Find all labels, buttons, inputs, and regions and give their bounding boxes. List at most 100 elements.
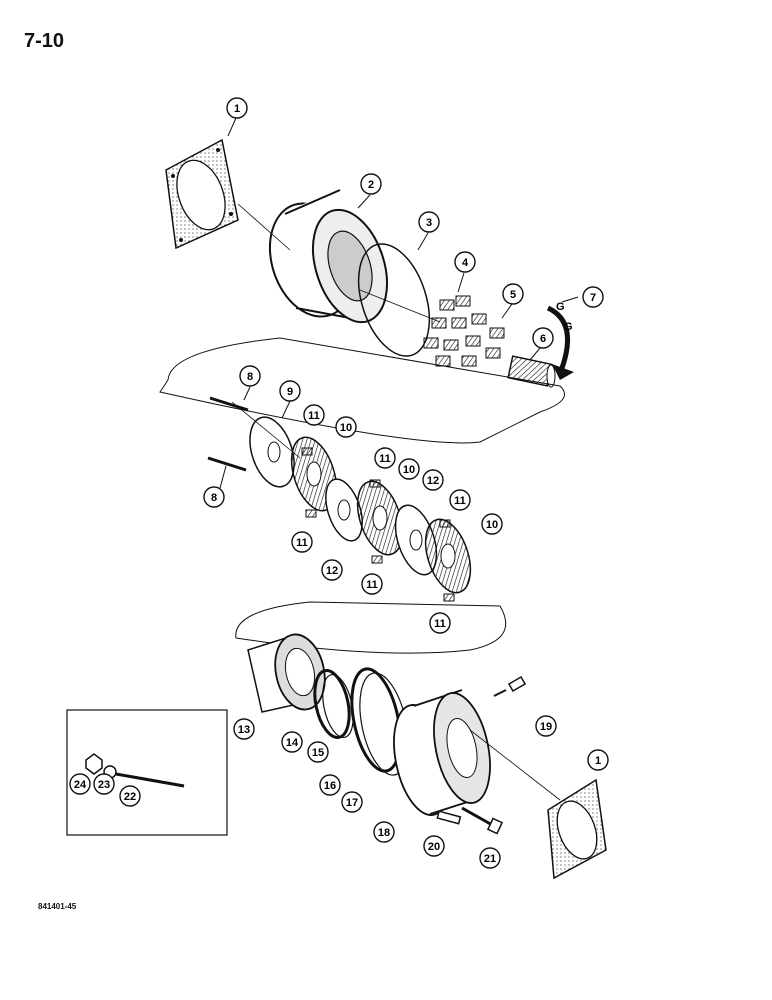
callout-number: 11 bbox=[379, 453, 391, 465]
install-arrow bbox=[546, 305, 571, 369]
callout-10: 10 bbox=[335, 416, 357, 438]
piston-springs bbox=[423, 295, 505, 367]
callout-10: 10 bbox=[398, 458, 420, 480]
dowel-20 bbox=[436, 810, 462, 825]
figure-code: 841401-45 bbox=[38, 902, 77, 911]
callout-number: 11 bbox=[296, 537, 308, 549]
callout-11: 11 bbox=[429, 612, 451, 634]
callout-number: 3 bbox=[426, 217, 432, 229]
stud-22 bbox=[115, 772, 185, 788]
callout-18: 18 bbox=[373, 821, 395, 843]
callout-number: 18 bbox=[378, 827, 390, 839]
bolt-21 bbox=[461, 806, 504, 835]
callout-number: 21 bbox=[484, 853, 496, 865]
gasket-top bbox=[165, 138, 239, 250]
inset-box bbox=[66, 709, 228, 836]
stationary-plate-9 bbox=[249, 416, 295, 488]
callout-11: 11 bbox=[449, 489, 471, 511]
small-springs-11 bbox=[301, 447, 455, 602]
separator-plate-12b bbox=[394, 504, 438, 576]
group-outline-1 bbox=[159, 337, 565, 444]
callout-number: 8 bbox=[247, 371, 253, 383]
page-number: 7-10 bbox=[24, 30, 65, 52]
callout-number: 10 bbox=[486, 519, 498, 531]
friction-disc-10a bbox=[290, 436, 338, 512]
callout-number: 19 bbox=[540, 721, 552, 733]
dowel-pin-lower bbox=[207, 456, 247, 472]
callout-number: 1 bbox=[234, 103, 240, 115]
callout-2: 2 bbox=[360, 173, 382, 195]
callout-number: 12 bbox=[427, 475, 439, 487]
callout-20: 20 bbox=[423, 835, 445, 857]
brake-housing bbox=[268, 188, 390, 324]
cover-housing-18 bbox=[393, 689, 491, 816]
callout-5: 5 bbox=[502, 283, 524, 305]
callout-number: 2 bbox=[368, 179, 374, 191]
callout-13: 13 bbox=[233, 718, 255, 740]
nut-24 bbox=[85, 753, 103, 775]
callout-21: 21 bbox=[479, 847, 501, 869]
callout-number: 6 bbox=[540, 333, 546, 345]
dowel-pin-upper bbox=[209, 396, 249, 412]
gasket-bottom bbox=[547, 778, 607, 880]
callout-number: 11 bbox=[366, 579, 378, 591]
seal-16 bbox=[350, 667, 402, 773]
callout-11: 11 bbox=[291, 531, 313, 553]
callout-8: 8 bbox=[239, 365, 261, 387]
group-outline-2 bbox=[235, 601, 507, 654]
callout-11: 11 bbox=[374, 447, 396, 469]
callout-9: 9 bbox=[279, 380, 301, 402]
callout-22: 22 bbox=[119, 785, 141, 807]
callout-14: 14 bbox=[281, 731, 303, 753]
callout-number: 15 bbox=[312, 747, 324, 759]
mark-g-2: G bbox=[564, 321, 573, 333]
callout-number: 5 bbox=[510, 289, 516, 301]
callout-number: 11 bbox=[454, 495, 466, 507]
callout-23: 23 bbox=[93, 773, 115, 795]
bleed-screw-19 bbox=[493, 676, 527, 697]
callout-number: 10 bbox=[403, 464, 415, 476]
callout-number: 17 bbox=[346, 797, 358, 809]
callout-12: 12 bbox=[321, 559, 343, 581]
callout-number: 22 bbox=[124, 791, 136, 803]
callout-number: 24 bbox=[74, 779, 87, 791]
callout-24: 24 bbox=[69, 773, 91, 795]
callout-4: 4 bbox=[454, 251, 476, 273]
callout-number: 7 bbox=[590, 292, 596, 304]
callout-1: 1 bbox=[587, 749, 609, 771]
callout-8: 8 bbox=[203, 486, 225, 508]
callout-number: 4 bbox=[462, 257, 469, 269]
arrowhead bbox=[552, 364, 574, 380]
callout-number: 23 bbox=[98, 779, 110, 791]
callout-number: 12 bbox=[326, 565, 338, 577]
callout-number: 14 bbox=[286, 737, 299, 749]
leader-lines bbox=[219, 117, 579, 489]
callout-11: 11 bbox=[361, 573, 383, 595]
callout-number: 13 bbox=[238, 724, 250, 736]
callout-19: 19 bbox=[535, 715, 557, 737]
callout-6: 6 bbox=[532, 327, 554, 349]
callout-15: 15 bbox=[307, 741, 329, 763]
callout-17: 17 bbox=[341, 791, 363, 813]
piston-13 bbox=[247, 633, 326, 713]
callout-11: 11 bbox=[303, 404, 325, 426]
mark-g-1: G bbox=[556, 301, 565, 313]
callout-number: 20 bbox=[428, 841, 440, 853]
callout-16: 16 bbox=[319, 774, 341, 796]
lateral-lines bbox=[231, 203, 561, 801]
callout-number: 11 bbox=[434, 618, 446, 630]
friction-disc-10c bbox=[424, 518, 472, 594]
callout-7: 7 bbox=[582, 286, 604, 308]
callout-12: 12 bbox=[422, 469, 444, 491]
o-ring bbox=[357, 243, 431, 357]
callout-layer: 1234567891011111111111110101212813141516… bbox=[69, 97, 609, 869]
callout-3: 3 bbox=[418, 211, 440, 233]
callout-number: 1 bbox=[595, 755, 601, 767]
callout-number: 11 bbox=[308, 410, 320, 422]
callout-10: 10 bbox=[481, 513, 503, 535]
splined-shaft bbox=[507, 355, 556, 388]
callout-number: 10 bbox=[340, 422, 352, 434]
callout-number: 16 bbox=[324, 780, 336, 792]
callout-number: 9 bbox=[287, 386, 293, 398]
